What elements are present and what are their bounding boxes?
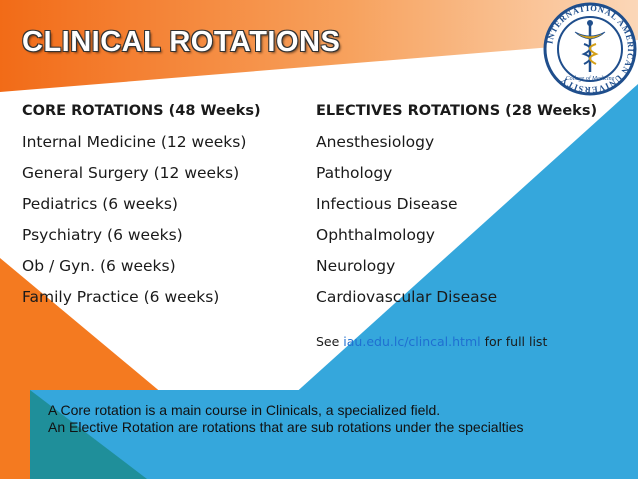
core-rotations-column: CORE ROTATIONS (48 Weeks) Internal Medic…: [22, 96, 261, 313]
note-line: An Elective Rotation are rotations that …: [48, 419, 524, 435]
elective-item: Infectious Disease: [316, 195, 458, 213]
full-list-link[interactable]: iau.edu.lc/clincal.html: [343, 334, 481, 349]
full-list-note: See iau.edu.lc/clincal.html for full lis…: [316, 334, 547, 349]
elective-item: Neurology: [316, 257, 396, 275]
rotation-definition-note: A Core rotation is a main course in Clin…: [48, 402, 568, 436]
note-box: [30, 390, 638, 479]
elective-item: Cardiovascular Disease: [316, 288, 498, 306]
see-suffix: for full list: [480, 334, 548, 349]
core-item: Internal Medicine (12 weeks): [22, 133, 247, 151]
note-line: A Core rotation is a main course in Clin…: [48, 402, 441, 418]
see-prefix: See: [316, 334, 344, 349]
core-item: Ob / Gyn. (6 weeks): [22, 257, 176, 275]
electives-rotations-column: ELECTIVES ROTATIONS (28 Weeks) Anesthesi…: [316, 96, 597, 313]
title-banner: [0, 0, 638, 92]
elective-item: Anesthesiology: [316, 133, 435, 151]
svg-text:College of Medicine: College of Medicine: [566, 75, 615, 82]
core-item: Psychiatry (6 weeks): [22, 226, 183, 244]
blue-triangle: [200, 84, 638, 479]
core-item: Pediatrics (6 weeks): [22, 195, 178, 213]
university-seal-logo: INTERNATIONAL AMERICAN UNIVERSITY Colleg…: [543, 2, 637, 96]
electives-rotations-heading: ELECTIVES ROTATIONS (28 Weeks): [316, 103, 598, 119]
elective-item: Pathology: [316, 164, 393, 182]
core-item: General Surgery (12 weeks): [22, 164, 240, 182]
slide-title: CLINICAL ROTATIONS: [22, 26, 341, 58]
core-item: Family Practice (6 weeks): [22, 288, 220, 306]
elective-item: Ophthalmology: [316, 226, 435, 244]
core-rotations-heading: CORE ROTATIONS (48 Weeks): [22, 103, 261, 119]
